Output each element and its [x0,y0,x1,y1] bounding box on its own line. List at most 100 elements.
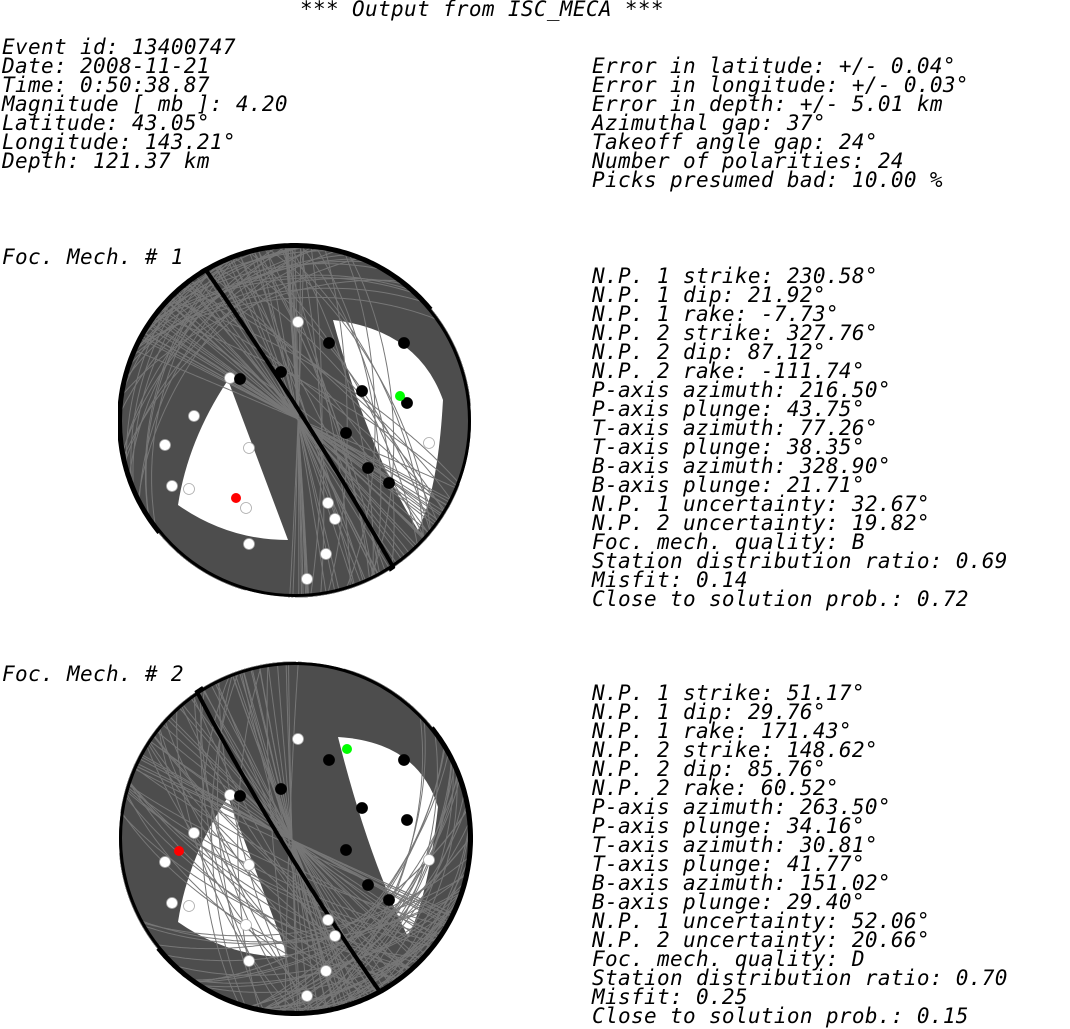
param-line: T-axis plunge: 38.35° [592,435,865,459]
dilatation-station [329,930,341,942]
dilatation-station [159,439,171,451]
param-line: B-axis azimuth: 328.90° [592,454,891,478]
param-line: N.P. 1 uncertainty: 52.06° [592,909,930,933]
compression-station [340,427,352,439]
dilatation-station [322,914,334,926]
dilatation-station [320,965,332,977]
sphere-outline [119,662,471,1014]
dilatation-station [240,502,252,514]
compression-station [398,337,410,349]
param-line: N.P. 1 strike: 230.58° [592,264,878,288]
event-line: Event id: 13400747 [2,35,236,59]
dilatation-station [183,483,195,495]
compression-station [323,754,335,766]
beachball-mechanism-1 [118,243,471,598]
dilatation-station [243,955,255,967]
event-line: Longitude: 143.21° [2,130,236,154]
compression-station [362,462,374,474]
compression-station [362,879,374,891]
dilatation-station [183,900,195,912]
dilatation-station [240,919,252,931]
dilatation-quadrant [178,797,288,957]
param-line: N.P. 1 rake: 171.43° [592,719,852,743]
mechanism-1-label: Foc. Mech. # 1 [2,245,184,269]
event-line: Magnitude [ mb ]: 4.20 [2,92,288,116]
compression-station [275,783,287,795]
param-line: Foc. mech. quality: B [592,530,865,554]
p-axis-marker [174,846,184,856]
param-line: N.P. 1 strike: 51.17° [592,681,865,705]
error-line: Error in latitude: +/- 0.04° [592,54,956,78]
error-line: Error in depth: +/- 5.01 km [592,92,943,116]
param-line: N.P. 2 dip: 85.76° [592,757,826,781]
compression-station [275,366,287,378]
compression-station [383,894,395,906]
error-line: Error in longitude: +/- 0.03° [592,73,969,97]
param-line: Misfit: 0.25 [592,985,748,1009]
compression-station [323,337,335,349]
dilatation-station [322,497,334,509]
dilatation-station [243,538,255,550]
compression-station [340,844,352,856]
error-line: Number of polarities: 24 [592,149,904,173]
param-line: N.P. 2 uncertainty: 20.66° [592,928,930,952]
param-line: Misfit: 0.14 [592,568,748,592]
compression-station [356,385,368,397]
param-line: P-axis azimuth: 216.50° [592,378,891,402]
dilatation-station [329,513,341,525]
dilatation-station [243,442,255,454]
param-line: B-axis azimuth: 151.02° [592,871,891,895]
dilatation-station [301,990,313,1002]
compression-station [356,802,368,814]
dilatation-station [224,372,236,384]
error-line: Takeoff angle gap: 24° [592,130,878,154]
dilatation-station [423,854,435,866]
param-line: Station distribution ratio: 0.70 [592,966,1008,990]
dilatation-station [292,316,304,328]
param-line: Station distribution ratio: 0.69 [592,549,1008,573]
compression-station [234,373,246,385]
event-line: Time: 0:50:38.87 [2,73,210,97]
param-line: B-axis plunge: 29.40° [592,890,865,914]
param-line: N.P. 1 dip: 29.76° [592,700,826,724]
sphere-outline [119,245,471,597]
dilatation-quadrant [178,380,288,540]
page-title: *** Output from ISC_MECA *** [300,0,664,21]
error-line: Azimuthal gap: 37° [592,111,826,135]
p-axis-marker [231,493,241,503]
compression-station [398,754,410,766]
param-line: T-axis plunge: 41.77° [592,852,865,876]
solution-arc [173,291,419,549]
t-axis-marker [342,744,352,754]
event-line: Depth: 121.37 km [2,149,210,173]
param-line: B-axis plunge: 21.71° [592,473,865,497]
mechanism-1-params: N.P. 1 strike: 230.58° N.P. 1 dip: 21.92… [592,264,1008,611]
dilatation-station [166,897,178,909]
param-line: Foc. mech. quality: D [592,947,865,971]
beachball-mechanism-2 [119,661,473,1016]
dilatation-station [188,410,200,422]
event-line: Date: 2008-11-21 [2,54,210,78]
event-info: Event id: 13400747 Date: 2008-11-21 Time… [2,35,288,173]
t-axis-marker [395,391,405,401]
dilatation-station [224,789,236,801]
param-line: N.P. 2 uncertainty: 19.82° [592,511,930,535]
param-line: Close to solution prob.: 0.72 [592,587,969,611]
dilatation-station [301,573,313,585]
param-line: N.P. 1 dip: 21.92° [592,283,826,307]
param-line: P-axis plunge: 43.75° [592,397,865,421]
param-line: N.P. 1 rake: -7.73° [592,302,839,326]
mechanism-2-params: N.P. 1 strike: 51.17° N.P. 1 dip: 29.76°… [592,681,1008,1027]
param-line: P-axis azimuth: 263.50° [592,795,891,819]
compression-station [401,814,413,826]
compression-station [234,790,246,802]
solution-arc [147,738,441,940]
param-line: T-axis azimuth: 77.26° [592,416,878,440]
error-line: Picks presumed bad: 10.00 % [592,168,943,192]
param-line: N.P. 2 rake: -111.74° [592,359,865,383]
param-line: N.P. 2 rake: 60.52° [592,776,839,800]
event-line: Latitude: 43.05° [2,111,210,135]
dilatation-station [320,548,332,560]
dilatation-station [166,480,178,492]
